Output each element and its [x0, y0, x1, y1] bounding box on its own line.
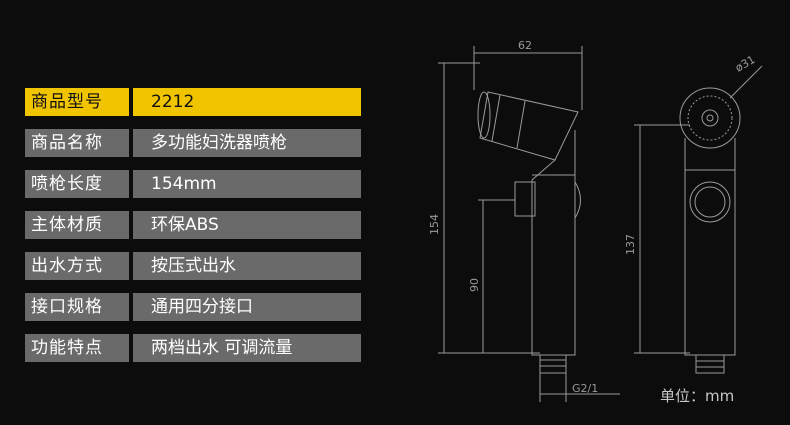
dim-label-diameter: ø31 — [733, 53, 757, 75]
dim-label-button: 90 — [468, 278, 481, 292]
spec-value: 环保ABS — [133, 211, 361, 239]
front-button-outer — [689, 181, 731, 223]
spec-label: 功能特点 — [25, 334, 129, 362]
dim-label-width: 62 — [518, 39, 532, 52]
spec-row-model: 商品型号 2212 — [25, 88, 361, 116]
diameter-leader — [729, 65, 763, 99]
handle-body-side — [514, 130, 581, 356]
spec-value: 通用四分接口 — [133, 293, 361, 321]
spec-row-water-mode: 出水方式 按压式出水 — [25, 252, 361, 280]
spec-value: 多功能妇洗器喷枪 — [133, 129, 361, 157]
front-view — [679, 65, 763, 374]
dim-label-thread: G2/1 — [572, 382, 598, 395]
spec-label: 出水方式 — [25, 252, 129, 280]
spec-label: 商品名称 — [25, 129, 129, 157]
spec-value: 按压式出水 — [133, 252, 361, 280]
spec-row-features: 功能特点 两档出水 可调流量 — [25, 334, 361, 362]
spec-row-interface: 接口规格 通用四分接口 — [25, 293, 361, 321]
spec-label: 喷枪长度 — [25, 170, 129, 198]
dim-label-height: 154 — [428, 214, 441, 235]
spec-row-material: 主体材质 环保ABS — [25, 211, 361, 239]
spec-row-name: 商品名称 多功能妇洗器喷枪 — [25, 129, 361, 157]
dim-label-side: 137 — [624, 234, 637, 255]
spec-value: 154mm — [133, 170, 361, 198]
spec-row-length: 喷枪长度 154mm — [25, 170, 361, 198]
spray-head — [477, 91, 579, 161]
spec-label: 商品型号 — [25, 88, 129, 116]
unit-label: 单位：mm — [660, 387, 735, 405]
technical-drawing: 62 154 90 G2/1 ø31 137 — [428, 39, 763, 402]
spec-label: 主体材质 — [25, 211, 129, 239]
head-outer-ring — [679, 87, 741, 149]
trigger-button — [514, 181, 536, 217]
spec-label: 接口规格 — [25, 293, 129, 321]
spec-value: 2212 — [133, 88, 361, 116]
spec-value: 两档出水 可调流量 — [133, 334, 361, 362]
thread-connector — [539, 354, 620, 402]
